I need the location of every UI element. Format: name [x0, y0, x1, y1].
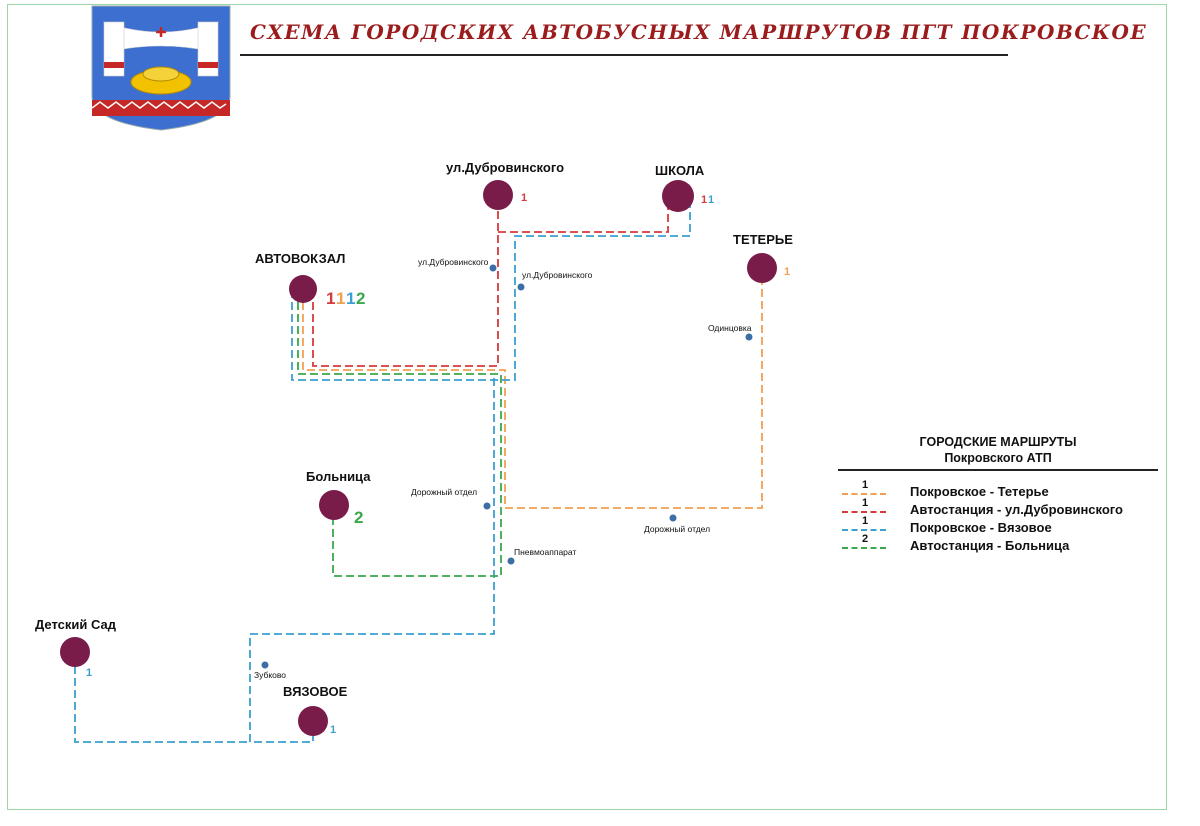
route-legend: ГОРОДСКИЕ МАРШРУТЫ Покровского АТП 1 Пок…	[838, 434, 1158, 553]
route-red-line	[312, 198, 499, 367]
legend-item: 1 Покровское - Вязовое	[838, 515, 1158, 535]
route-blue-line-detsad	[75, 654, 250, 742]
minor-stop-dubrovinskogo-a-marker	[489, 264, 497, 272]
stop-teterye-route-number: 1	[784, 266, 791, 278]
minor-stop-zubkovo-label: Зубково	[254, 670, 287, 680]
legend-item-line	[842, 493, 886, 495]
route-green-line	[297, 290, 502, 577]
stop-dubrovinskogo-label: ул.Дубровинского	[446, 160, 565, 175]
stop-detsad-marker	[60, 637, 90, 667]
stop-teterye-marker	[747, 253, 777, 283]
legend-subtitle: Покровского АТП	[944, 451, 1052, 465]
stop-avtovokzal-route-1-red: 1	[326, 289, 336, 308]
map-frame	[7, 4, 1167, 810]
legend-item-name: Автостанция - Больница	[910, 538, 1070, 553]
legend-item-name: Автостанция - ул.Дубровинского	[910, 502, 1123, 517]
stop-bolnitsa-marker	[319, 490, 349, 520]
route-blue-line-detsad	[74, 654, 250, 743]
stop-avtovokzal-route-2-green: 2	[356, 289, 366, 308]
legend-item-line	[842, 529, 886, 531]
minor-stop-dorozhny-2-label: Дорожный отдел	[644, 524, 711, 534]
minor-stop-dubrovinskogo-a-label: ул.Дубровинского	[418, 257, 489, 267]
minor-stop-pnevmoapparat-marker	[507, 557, 515, 565]
route-green-line	[298, 290, 501, 576]
legend-item-number: 1	[862, 515, 869, 527]
stop-teterye-label: ТЕТЕРЬЕ	[733, 232, 793, 247]
coat-of-arms-emblem	[91, 5, 231, 131]
minor-stop-zubkovo-marker	[261, 661, 269, 669]
stop-avtovokzal-route-1-blue: 1	[346, 289, 356, 308]
legend-item-number: 1	[862, 479, 869, 491]
minor-stop-pnevmoapparat-label: Пневмоаппарат	[514, 547, 577, 557]
legend-item-number: 2	[862, 533, 869, 545]
legend-item: 1 Автостанция - ул.Дубровинского	[838, 497, 1158, 517]
minor-stop-dorozhny-1-marker	[483, 502, 491, 510]
stop-shkola-route-number-red: 1	[701, 194, 708, 206]
stop-shkola-label: ШКОЛА	[655, 163, 705, 178]
minor-stop-odintsovka-marker	[745, 333, 753, 341]
stop-avtovokzal-marker	[289, 275, 317, 303]
legend-item-line	[842, 547, 886, 549]
stop-shkola-marker	[662, 180, 694, 212]
stop-dubrovinskogo-route-number: 1	[521, 192, 528, 204]
minor-stop-dubrovinskogo-b-marker	[517, 283, 525, 291]
stop-shkola-route-number-blue: 1	[708, 194, 715, 206]
route-blue-line-main	[249, 378, 495, 743]
legend-rule	[838, 469, 1158, 471]
legend-item-number: 1	[862, 497, 869, 509]
route-red-line-school	[498, 198, 669, 233]
route-red-line	[313, 198, 498, 366]
stop-bolnitsa-label: Больница	[306, 469, 371, 484]
minor-stop-dorozhny-2-marker	[669, 514, 677, 522]
legend-item-line	[842, 511, 886, 513]
minor-stop-dorozhny-1-label: Дорожный отдел	[411, 487, 478, 497]
legend-item-name: Покровское - Вязовое	[910, 520, 1052, 535]
stop-bolnitsa-route-number: 2	[354, 508, 364, 527]
legend-item: 1 Покровское - Тетерье	[838, 479, 1158, 499]
legend-title: ГОРОДСКИЕ МАРШРУТЫ	[919, 435, 1077, 449]
title-underline	[240, 54, 1008, 56]
legend-item-name: Покровское - Тетерье	[910, 484, 1049, 499]
minor-stop-dubrovinskogo-b-label: ул.Дубровинского	[522, 270, 593, 280]
stop-detsad-label: Детский Сад	[35, 617, 117, 632]
stop-dubrovinskogo-marker	[483, 180, 513, 210]
route-orange-line	[302, 270, 763, 509]
stop-detsad-route-number: 1	[86, 667, 93, 679]
stop-avtovokzal-route-1-orange: 1	[336, 289, 346, 308]
page-title: СХЕМА ГОРОДСКИХ АВТОБУСНЫХ МАРШРУТОВ ПГТ…	[250, 20, 1148, 44]
legend-item: 2 Автостанция - Больница	[838, 533, 1158, 553]
stop-vyazovoe-label: ВЯЗОВОЕ	[283, 684, 348, 699]
minor-stop-odintsovka-label: Одинцовка	[708, 323, 752, 333]
stop-avtovokzal-label: АВТОВОКЗАЛ	[255, 251, 346, 266]
stop-vyazovoe-route-number: 1	[330, 724, 337, 736]
stop-vyazovoe-marker	[298, 706, 328, 736]
route-blue-line-school	[291, 198, 691, 381]
